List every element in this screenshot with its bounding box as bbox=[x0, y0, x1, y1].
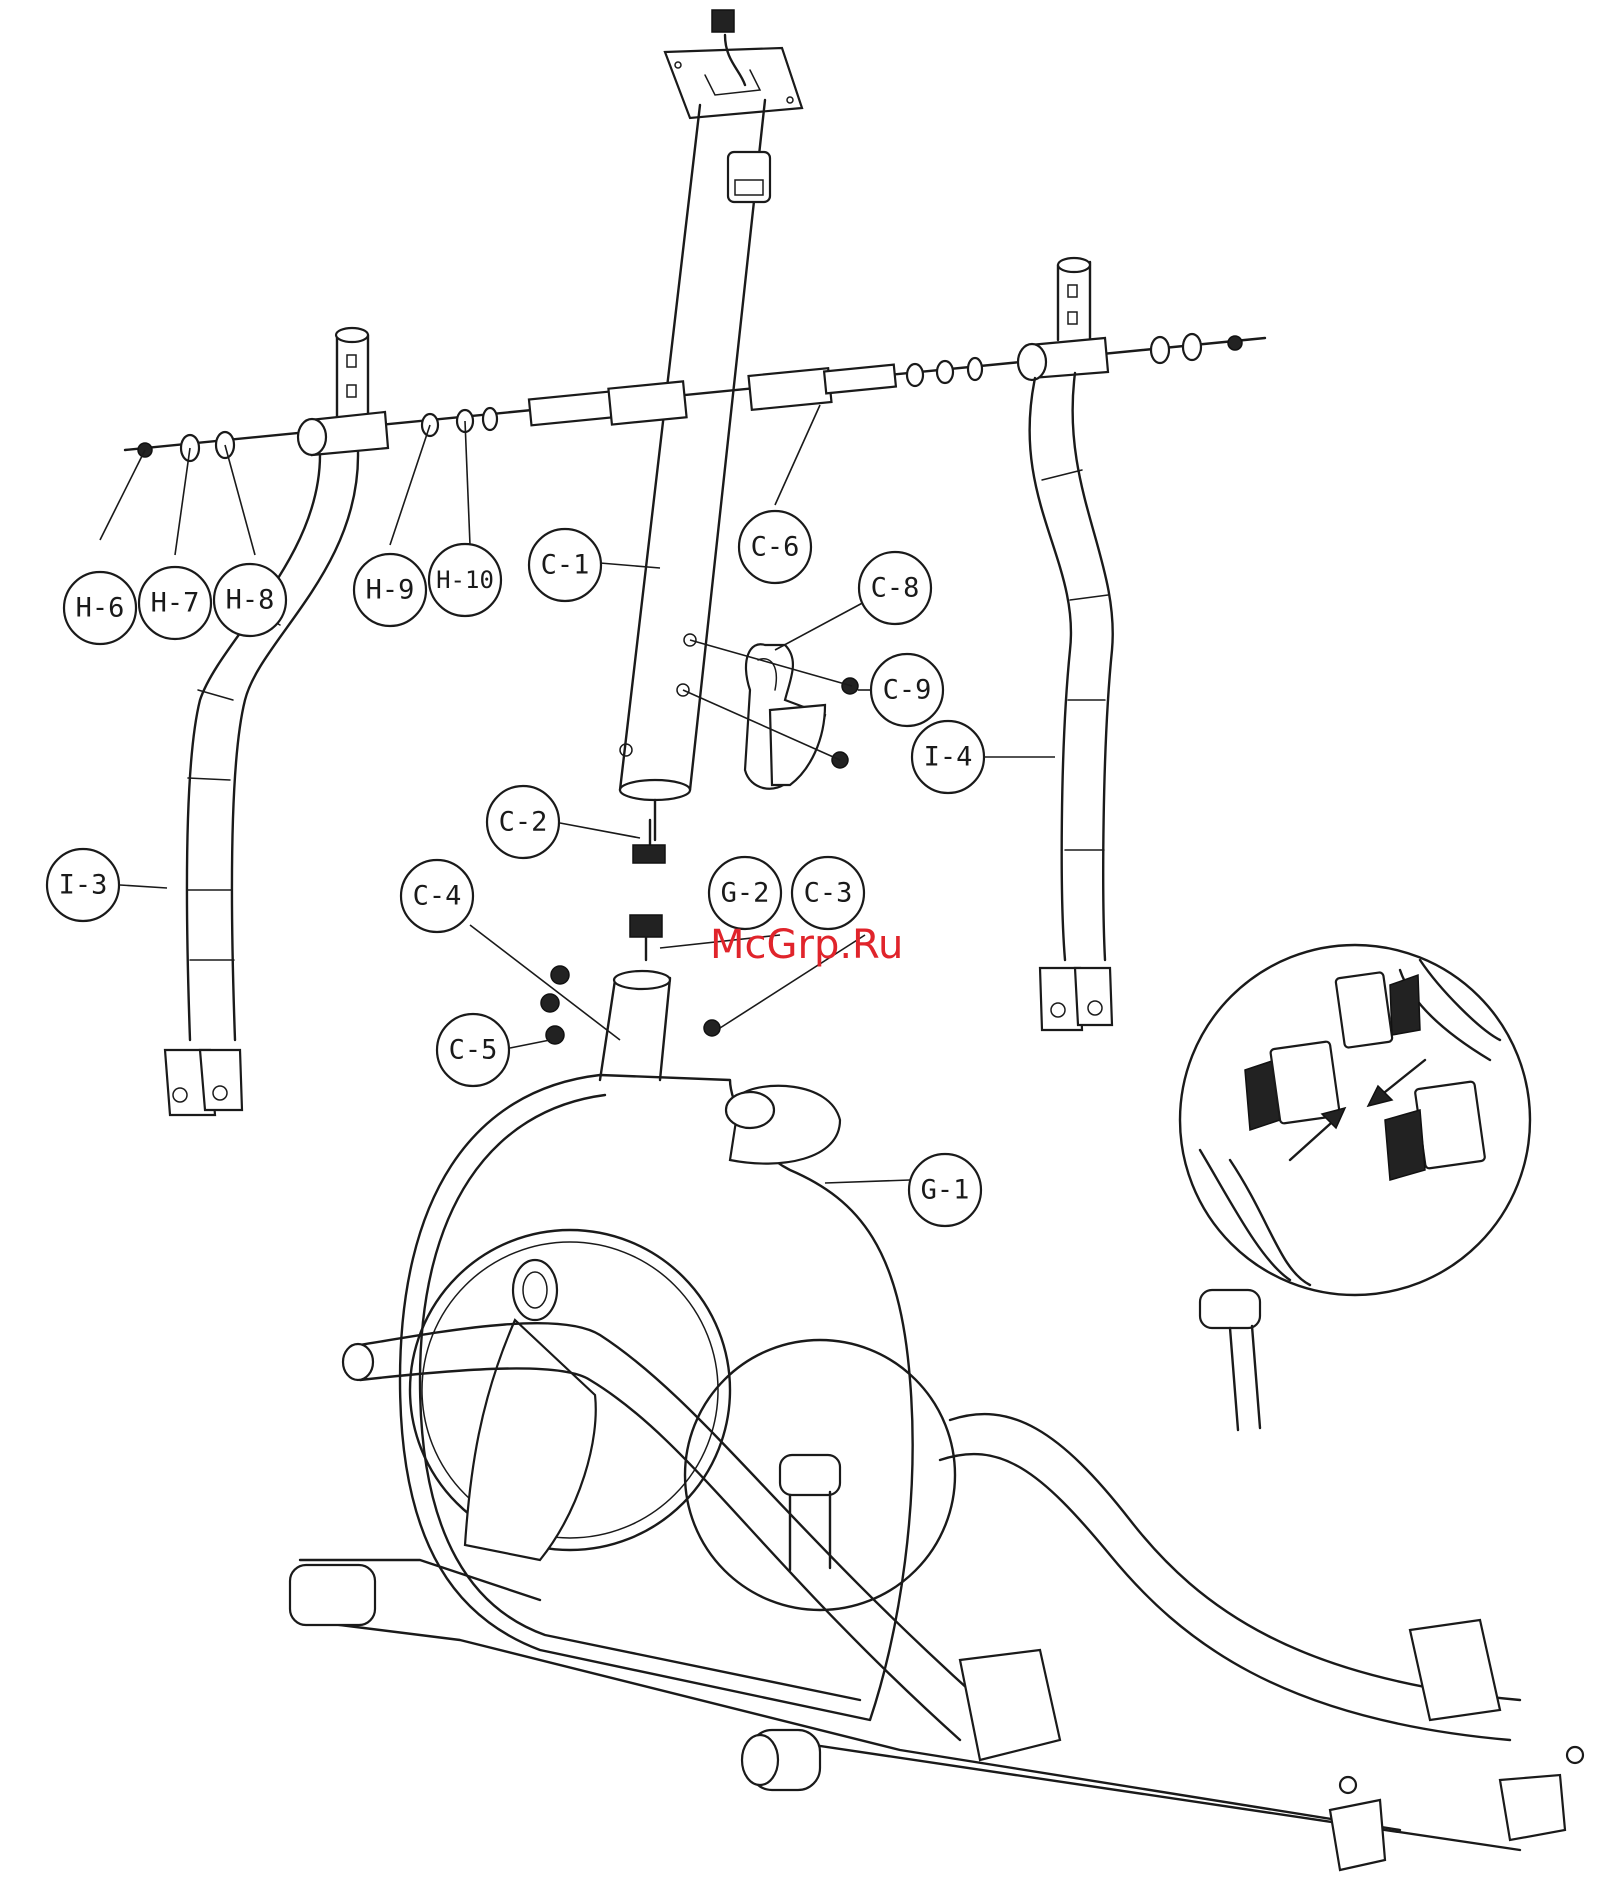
callout-c9: C-9 bbox=[871, 654, 943, 726]
callout-label: H-8 bbox=[226, 585, 275, 616]
callout-h10: H-10 bbox=[429, 544, 501, 616]
callout-h9: H-9 bbox=[354, 554, 426, 626]
callout-c5: C-5 bbox=[437, 1014, 509, 1086]
callout-c3: C-3 bbox=[792, 857, 864, 929]
callout-label: C-4 bbox=[413, 881, 462, 912]
leader-lines bbox=[100, 405, 1055, 1183]
callout-label: H-6 bbox=[76, 593, 125, 624]
callout-c6: C-6 bbox=[739, 511, 811, 583]
callout-i4: I-4 bbox=[912, 721, 984, 793]
callout-label: C-6 bbox=[751, 532, 800, 563]
callout-label: I-4 bbox=[924, 742, 973, 773]
connector-c2 bbox=[633, 820, 665, 863]
callout-label: G-2 bbox=[721, 878, 770, 909]
callout-c8: C-8 bbox=[859, 552, 931, 624]
callout-label: C-5 bbox=[449, 1035, 498, 1066]
callout-label: H-9 bbox=[366, 575, 415, 606]
callout-g2: G-2 bbox=[709, 857, 781, 929]
connector-detail-inset bbox=[1180, 945, 1530, 1295]
callout-i3: I-3 bbox=[47, 849, 119, 921]
callout-label: I-3 bbox=[59, 870, 108, 901]
callout-c2: C-2 bbox=[487, 786, 559, 858]
callout-c4: C-4 bbox=[401, 860, 473, 932]
callout-label: C-1 bbox=[541, 550, 590, 581]
callout-c1: C-1 bbox=[529, 529, 601, 601]
callout-h7: H-7 bbox=[139, 567, 211, 639]
callout-label: C-9 bbox=[883, 675, 932, 706]
right-arm-i4 bbox=[1018, 258, 1113, 1030]
callout-label: H-7 bbox=[151, 588, 200, 619]
callout-h8: H-8 bbox=[214, 564, 286, 636]
callout-label: C-2 bbox=[499, 807, 548, 838]
callout-label: H-10 bbox=[436, 566, 494, 594]
callout-label: C-8 bbox=[871, 573, 920, 604]
callout-label: G-1 bbox=[921, 1175, 970, 1206]
callout-label: C-3 bbox=[804, 878, 853, 909]
callout-h6: H-6 bbox=[64, 572, 136, 644]
watermark-text: McGrp.Ru bbox=[710, 922, 903, 968]
callout-g1: G-1 bbox=[909, 1154, 981, 1226]
bottle-holder-c8 bbox=[745, 644, 858, 788]
